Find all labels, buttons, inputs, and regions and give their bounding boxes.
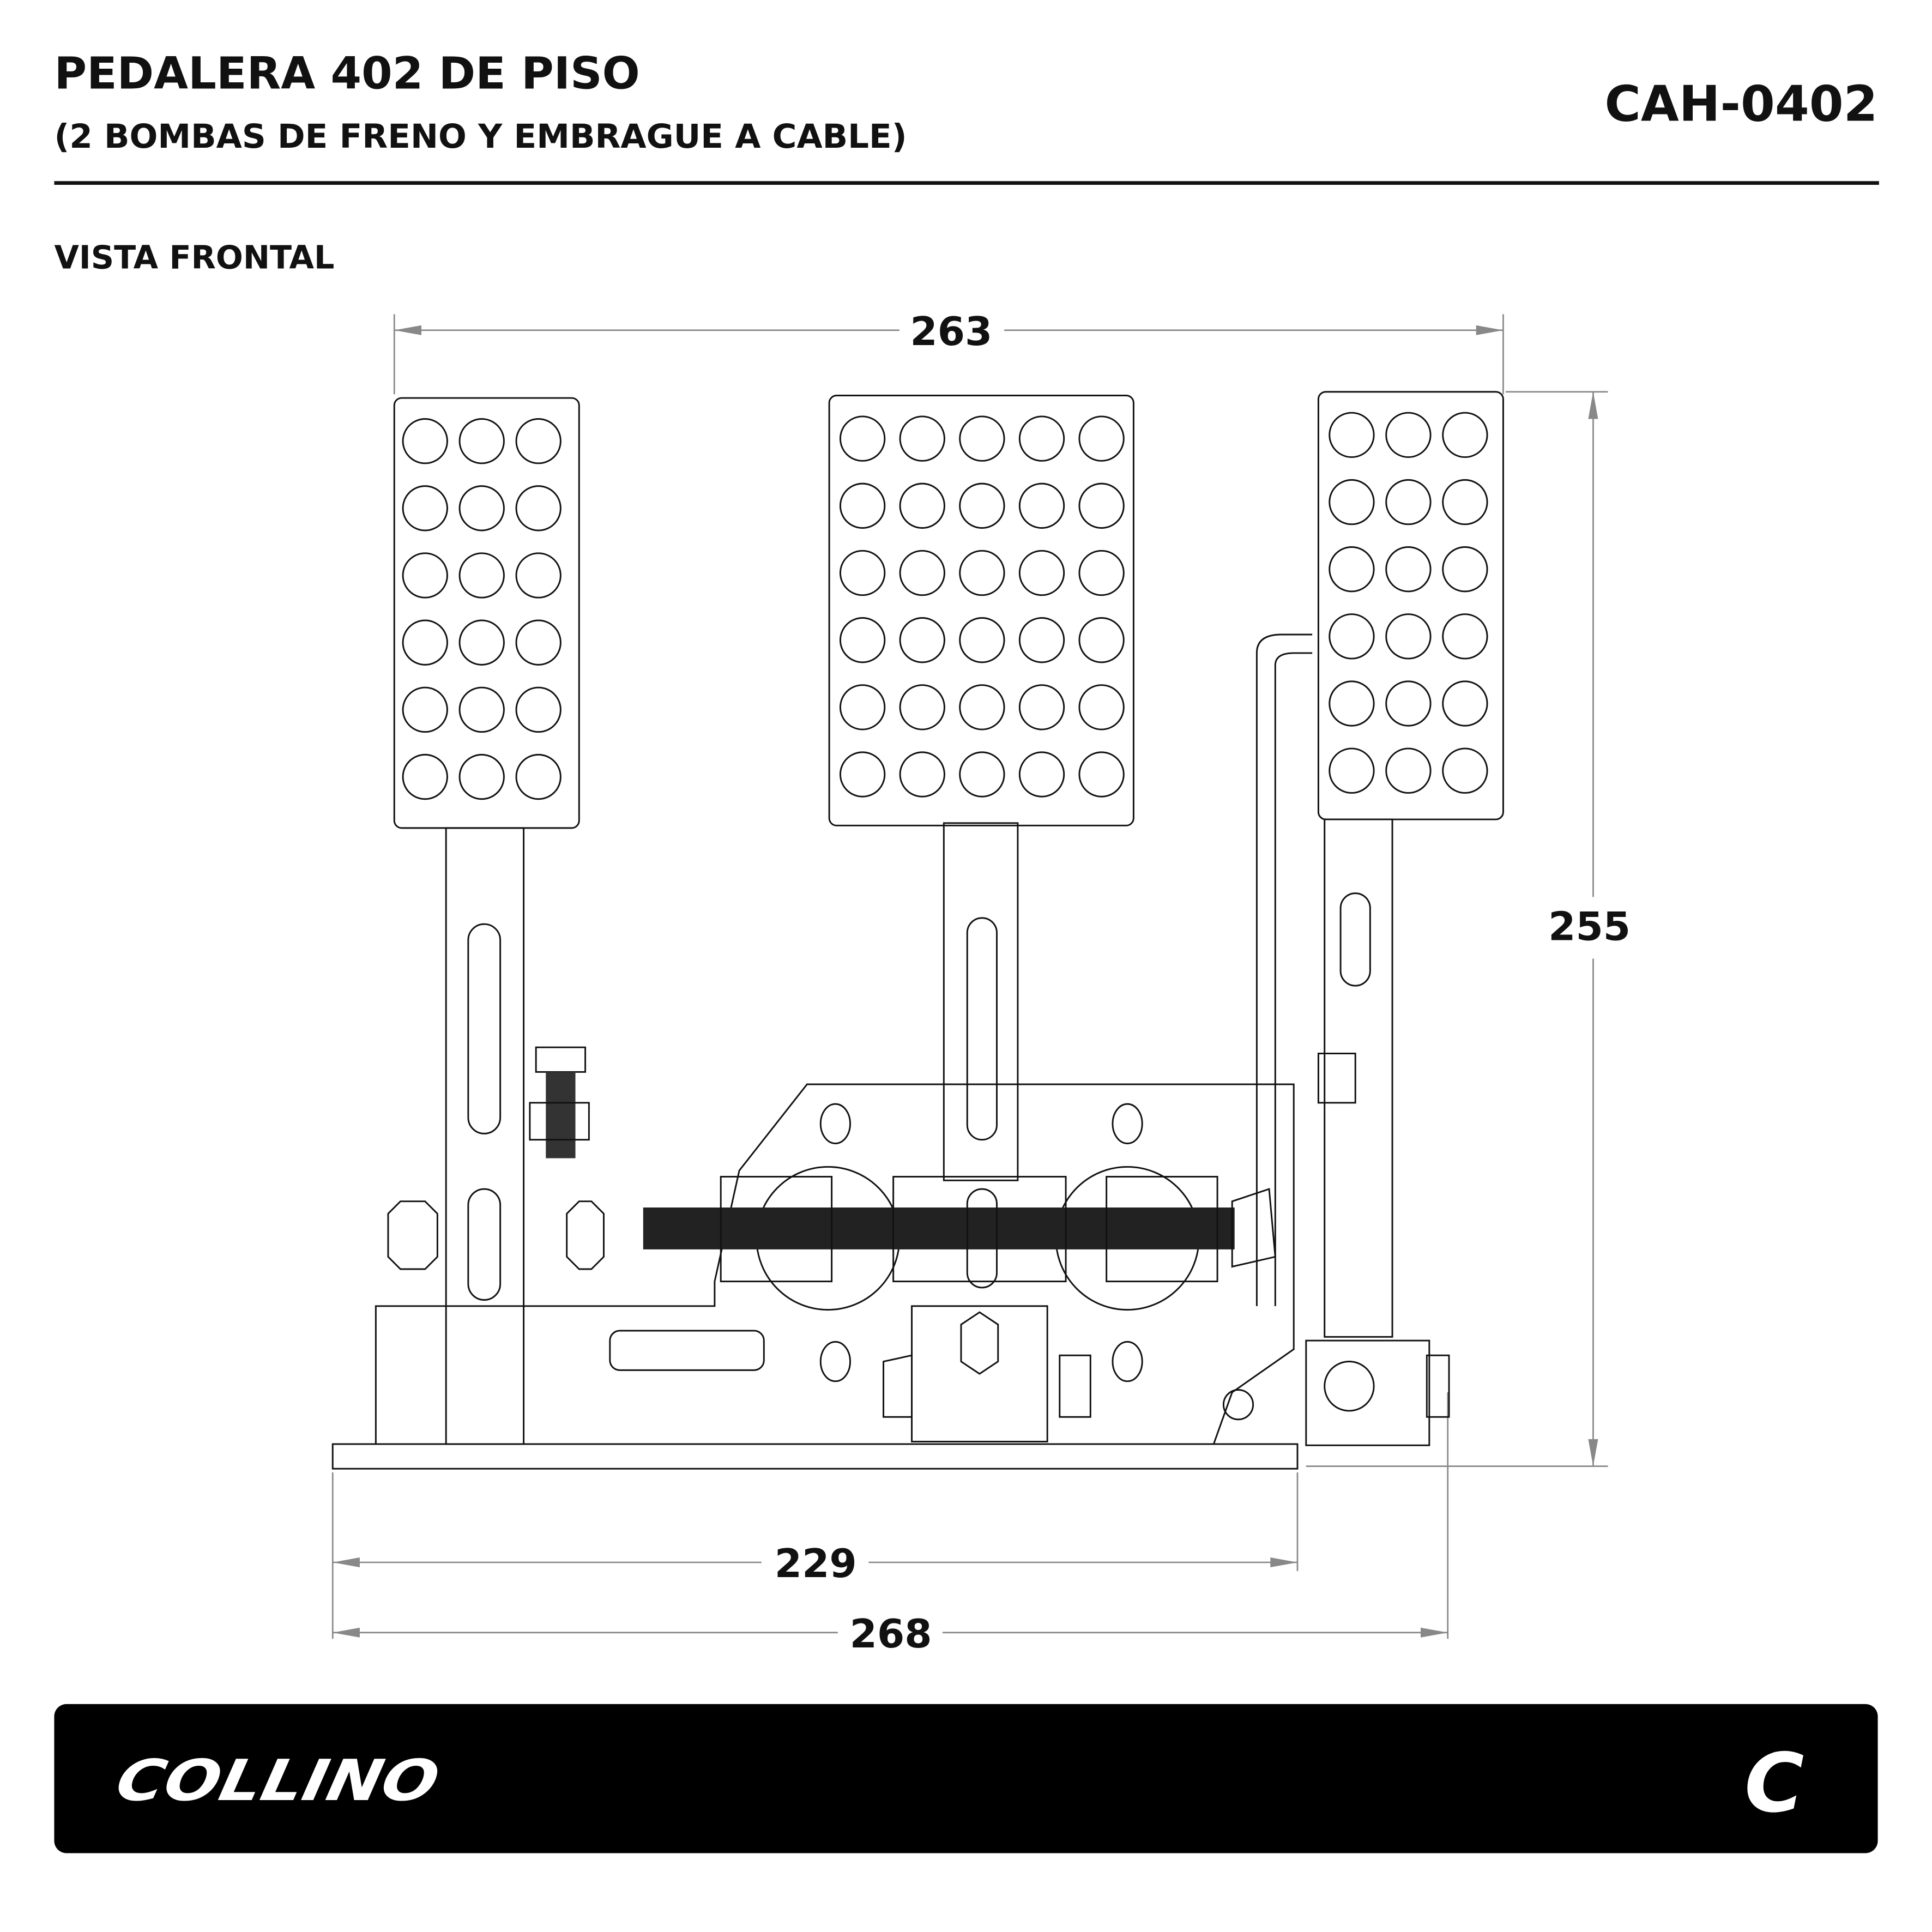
pad-hole [1442, 613, 1488, 660]
mounting-bracket [375, 1083, 1295, 1445]
pad-hole [458, 485, 505, 532]
pedal-arm-left [445, 827, 525, 1445]
pad-hole [899, 415, 945, 462]
pad-hole [1385, 613, 1432, 660]
pad-hole [458, 686, 505, 733]
pad-hole [515, 485, 562, 532]
clevis-left [720, 1176, 833, 1283]
pad-hole [1385, 412, 1432, 458]
pad-hole [899, 684, 945, 730]
pad-hole [1329, 479, 1375, 526]
part-code: CAH-0402 [1605, 76, 1878, 133]
pad-hole [458, 418, 505, 464]
pedal-pad-clutch [393, 397, 580, 829]
pad-hole [1018, 482, 1065, 529]
dimension-255-label: 255 [1548, 904, 1631, 950]
pad-hole [1442, 546, 1488, 593]
dimension-229: 229 [331, 1392, 1449, 1639]
pad-hole [839, 415, 886, 462]
pad-hole [1442, 412, 1488, 458]
pad-hole [1385, 546, 1432, 593]
pad-hole [839, 684, 886, 730]
pedal-arm-center [943, 822, 1019, 1181]
pad-hole [899, 751, 945, 798]
pad-hole [1018, 751, 1065, 798]
pad-hole [1078, 482, 1125, 529]
dimension-255: 255 [1306, 391, 1631, 1467]
pad-hole [1078, 550, 1125, 596]
pad-hole [458, 619, 505, 666]
pad-hole [959, 617, 1005, 663]
pad-hole [959, 550, 1005, 596]
pad-hole [1078, 415, 1125, 462]
pad-hole [1329, 747, 1375, 794]
dimension-268: 268 [333, 1611, 1448, 1657]
pad-hole [1018, 617, 1065, 663]
pad-hole [515, 619, 562, 666]
pad-hole [1385, 680, 1432, 727]
pad-hole [959, 751, 1005, 798]
balance-bar-thread [643, 1208, 1235, 1249]
pad-hole [839, 751, 886, 798]
pad-hole [402, 686, 448, 733]
pad-hole [515, 418, 562, 464]
pad-hole [458, 753, 505, 800]
pad-hole [1078, 751, 1125, 798]
dimension-263: 263 [393, 309, 1504, 395]
view-label: VISTA FRONTAL [54, 239, 334, 276]
pad-hole [402, 753, 448, 800]
pad-hole [515, 686, 562, 733]
pad-hole [839, 482, 886, 529]
pad-hole [1329, 546, 1375, 593]
pad-hole [1078, 617, 1125, 663]
pad-hole [515, 552, 562, 599]
pivot-bolt [960, 1311, 999, 1375]
pedal-pad-brake [828, 395, 1134, 826]
brand-logo: COLLINO [111, 1748, 445, 1814]
clevis-right [1106, 1176, 1218, 1283]
pad-hole [959, 684, 1005, 730]
dimension-263-label: 263 [910, 309, 992, 355]
pad-hole [839, 550, 886, 596]
footer-bar [54, 1704, 1878, 1853]
pad-hole [1018, 550, 1065, 596]
drawing-subtitle: (2 BOMBAS DE FRENO Y EMBRAGUE A CABLE) [54, 117, 907, 156]
pad-hole [1018, 415, 1065, 462]
pad-hole [899, 617, 945, 663]
pad-hole [1329, 613, 1375, 660]
pedal-pad-throttle [1317, 391, 1504, 820]
dimension-229-label: 229 [775, 1541, 857, 1587]
pad-hole [1442, 479, 1488, 526]
pad-hole [1078, 684, 1125, 730]
brand-mark-logo: C [1744, 1737, 1804, 1831]
pad-hole [1018, 684, 1065, 730]
header-divider [54, 181, 1879, 185]
pad-hole [402, 418, 448, 464]
pad-hole [899, 482, 945, 529]
pad-hole [959, 415, 1005, 462]
cable-bracket [1305, 1339, 1430, 1446]
pad-hole [1442, 747, 1488, 794]
pad-hole [1329, 680, 1375, 727]
pad-holes [402, 412, 1488, 800]
dimension-268-label: 268 [850, 1611, 932, 1657]
pad-hole [1329, 412, 1375, 458]
pad-hole [1385, 479, 1432, 526]
pad-hole [402, 619, 448, 666]
pad-hole [959, 482, 1005, 529]
pad-hole [839, 617, 886, 663]
drawing-title: PEDALERA 402 DE PISO [54, 48, 639, 100]
pedal-arm-right [1324, 818, 1393, 1338]
pad-hole [1385, 747, 1432, 794]
pad-hole [515, 753, 562, 800]
pad-hole [402, 485, 448, 532]
pad-hole [1442, 680, 1488, 727]
base-plate [331, 1443, 1299, 1470]
pad-hole [899, 550, 945, 596]
base-slot [609, 1330, 765, 1371]
pad-hole [402, 552, 448, 599]
pad-hole [458, 552, 505, 599]
pedal-assembly [331, 391, 1504, 1470]
